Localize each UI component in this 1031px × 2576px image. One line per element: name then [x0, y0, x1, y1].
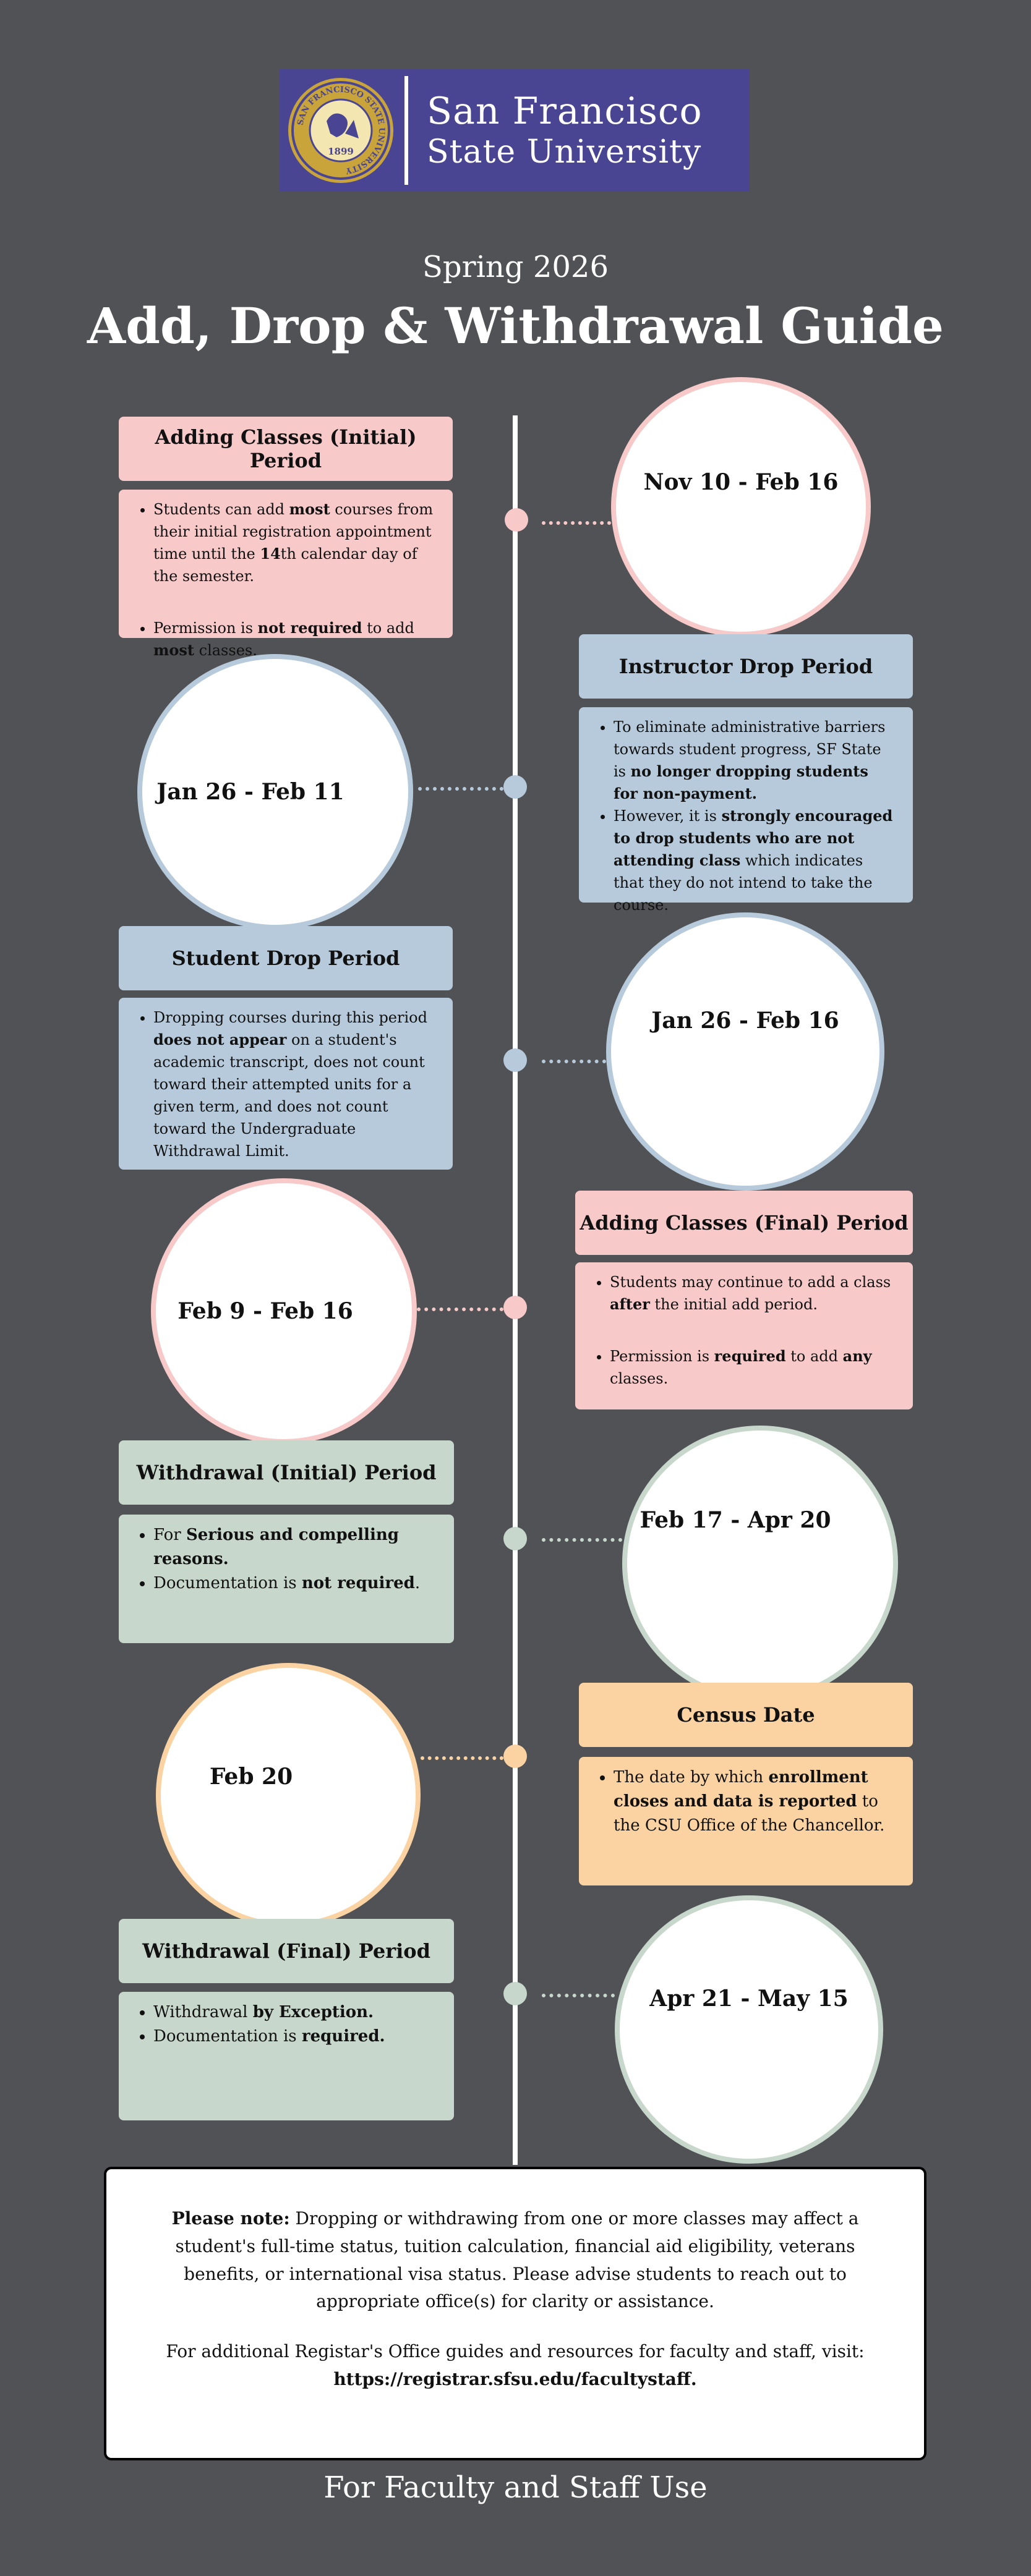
period-bullet: Documentation is required. [153, 2025, 438, 2049]
sfsu-logo: SAN FRANCISCO STATE UNIVERSITY 1899 San … [280, 69, 750, 192]
period-details-instructor-drop-period: To eliminate administrative barriers tow… [579, 707, 913, 914]
period-date: Feb 17 - Apr 20 [640, 1507, 831, 1533]
timeline-dot [503, 1296, 527, 1319]
timeline-connector [418, 787, 503, 791]
resources-link[interactable]: https://registrar.sfsu.edu/facultystaff. [333, 2368, 697, 2389]
resources-paragraph: For additional Registar's Office guides … [143, 2338, 887, 2394]
period-date: Nov 10 - Feb 16 [643, 469, 839, 495]
note-text: Dropping or withdrawing from one or more… [175, 2208, 859, 2312]
period-bullet: However, it is strongly encouraged to dr… [614, 805, 897, 916]
period-date-circle-adding-classes-initial-period: Nov 10 - Feb 16 [611, 377, 871, 637]
period-bullet: Withdrawal by Exception. [153, 2000, 438, 2025]
timeline-connector [417, 1307, 503, 1311]
period-bullet: For Serious and compelling reasons. [153, 1523, 438, 1571]
logo-wordmark: San Francisco State University [427, 93, 703, 168]
period-bullet: Dropping courses during this period does… [153, 1006, 437, 1162]
resources-text: For additional Registar's Office guides … [166, 2341, 865, 2362]
period-date-circle-withdrawal-initial-period: Feb 17 - Apr 20 [622, 1426, 898, 1701]
period-date: Jan 26 - Feb 16 [651, 1008, 839, 1034]
period-header-withdrawal-final-period: Withdrawal (Final) Period [119, 1919, 454, 1983]
period-details-withdrawal-initial-period: For Serious and compelling reasons.Docum… [119, 1515, 454, 1643]
period-header-adding-classes-final-period: Adding Classes (Final) Period [575, 1191, 913, 1255]
period-header-student-drop-period: Student Drop Period [119, 926, 453, 990]
period-bullet: Permission is not required to add most c… [153, 617, 437, 661]
logo-line-1: San Francisco [427, 90, 703, 133]
term-subtitle: Spring 2026 [422, 250, 609, 284]
logo-divider [404, 76, 408, 185]
period-details-adding-classes-initial-period: Students can add most courses from their… [119, 490, 453, 659]
period-bullet: Documentation is not required. [153, 1571, 438, 1596]
timeline-connector [542, 1538, 622, 1542]
period-bullet: Students may continue to add a class aft… [610, 1271, 897, 1316]
period-date: Feb 20 [209, 1764, 293, 1790]
period-bullet: The date by which enrollment closes and … [614, 1766, 897, 1838]
period-date-circle-census-date: Feb 20 [156, 1663, 421, 1928]
timeline-spine [513, 415, 518, 2165]
page-title: Add, Drop & Withdrawal Guide [87, 297, 944, 355]
svg-text:1899: 1899 [328, 146, 354, 157]
period-bullet: Students can add most courses from their… [153, 498, 437, 587]
period-details-withdrawal-final-period: Withdrawal by Exception.Documentation is… [119, 1992, 454, 2120]
timeline-dot [503, 1527, 527, 1550]
timeline-connector [421, 1756, 503, 1760]
period-header-withdrawal-initial-period: Withdrawal (Initial) Period [119, 1440, 454, 1505]
timeline-dot [503, 775, 527, 799]
period-details-adding-classes-final-period: Students may continue to add a class aft… [575, 1262, 913, 1409]
timeline-connector [542, 1994, 615, 1997]
university-seal: SAN FRANCISCO STATE UNIVERSITY 1899 [288, 78, 393, 183]
timeline-dot [503, 1982, 527, 2005]
period-details-student-drop-period: Dropping courses during this period does… [119, 998, 453, 1170]
period-date-circle-instructor-drop-period: Jan 26 - Feb 11 [137, 654, 413, 930]
note-paragraph: Please note: Dropping or withdrawing fro… [143, 2205, 887, 2316]
period-date: Feb 9 - Feb 16 [178, 1298, 353, 1324]
period-header-instructor-drop-period: Instructor Drop Period [579, 634, 913, 699]
period-header-adding-classes-initial-period: Adding Classes (Initial) Period [119, 417, 453, 481]
period-bullet: To eliminate administrative barriers tow… [614, 716, 897, 805]
period-date-circle-student-drop-period: Jan 26 - Feb 16 [606, 912, 884, 1191]
note-label: Please note: [171, 2208, 290, 2229]
timeline-dot [503, 1048, 527, 1072]
note-box: Please note: Dropping or withdrawing fro… [104, 2167, 926, 2460]
period-header-census-date: Census Date [579, 1683, 913, 1747]
period-details-census-date: The date by which enrollment closes and … [579, 1757, 913, 1885]
timeline-connector [542, 1060, 606, 1063]
period-date: Apr 21 - May 15 [649, 1986, 849, 2012]
footer-text: For Faculty and Staff Use [323, 2470, 708, 2505]
timeline-dot [503, 1745, 527, 1768]
period-date-circle-withdrawal-final-period: Apr 21 - May 15 [615, 1895, 883, 2164]
period-bullet: Permission is required to add any classe… [610, 1345, 897, 1390]
timeline-dot [505, 508, 528, 532]
logo-line-2: State University [427, 134, 702, 171]
period-date-circle-adding-classes-final-period: Feb 9 - Feb 16 [151, 1178, 417, 1444]
period-date: Jan 26 - Feb 11 [156, 779, 344, 805]
timeline-connector [542, 521, 611, 525]
